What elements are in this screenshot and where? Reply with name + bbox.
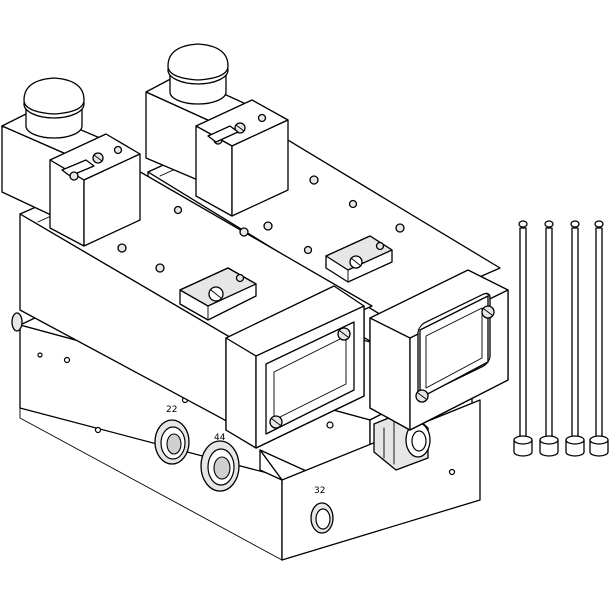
screw-2	[539, 220, 559, 457]
rear-end-cap	[369, 269, 509, 431]
front-override-clip	[179, 267, 257, 321]
screw-4	[589, 220, 609, 457]
rear-override-clip	[325, 235, 393, 283]
front-push-button-icon	[23, 77, 85, 139]
screw-1	[513, 220, 533, 457]
mounting-screws	[513, 220, 609, 457]
rear-push-button-icon	[167, 43, 229, 105]
side-plug-icon	[11, 312, 23, 332]
port-32	[310, 502, 334, 534]
port-44	[200, 440, 240, 492]
front-end-cap	[225, 285, 365, 449]
port-22-label: 22	[166, 405, 177, 415]
port-44-label: 44	[214, 433, 226, 443]
port-32-label: 32	[314, 486, 325, 496]
port-22	[154, 419, 190, 465]
screw-3	[565, 220, 585, 457]
